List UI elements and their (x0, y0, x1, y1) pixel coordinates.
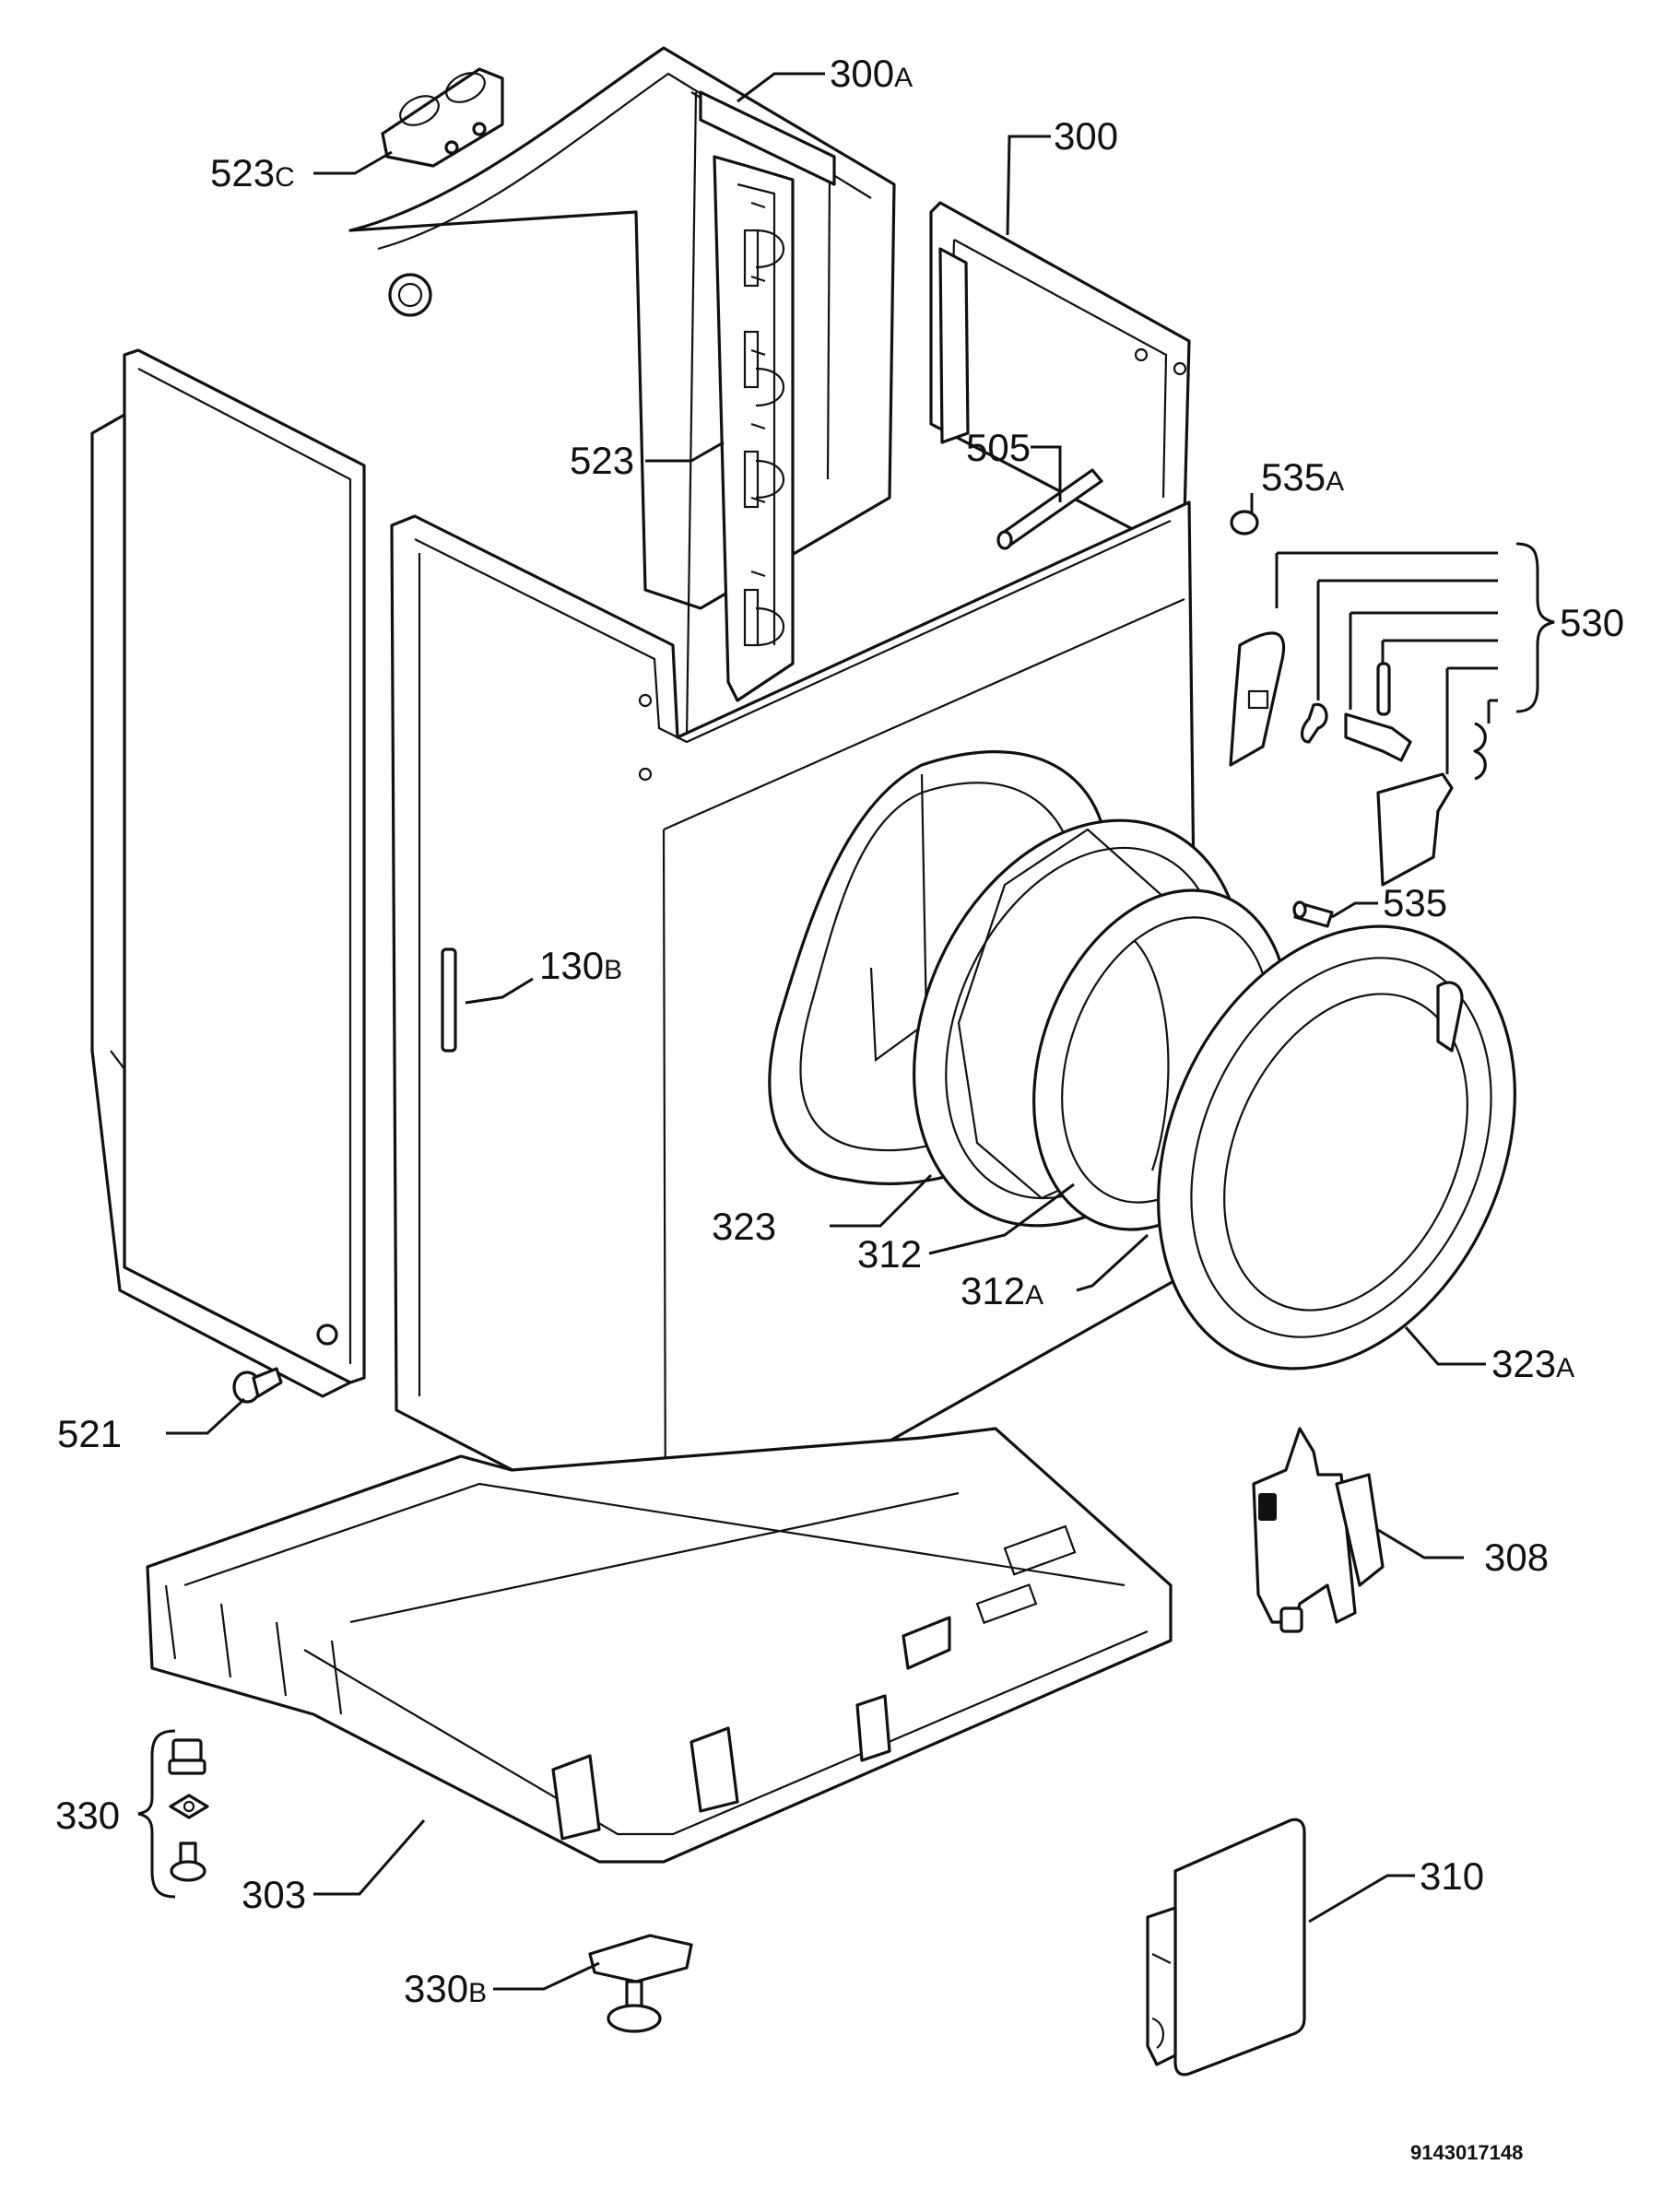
label-130b: 130B (539, 944, 622, 987)
label-535a: 535A (1261, 455, 1344, 499)
label-312a: 312A (961, 1269, 1043, 1312)
part-300-side-frame (929, 201, 1191, 536)
part-523c-clip (381, 67, 504, 168)
label-530: 530 (1560, 601, 1624, 644)
part-530-lock-group (1229, 542, 1555, 887)
part-535a-cap (1230, 510, 1259, 535)
part-505-rod (996, 468, 1103, 550)
part-310-flap (1146, 1818, 1306, 2077)
part-330b-foot (588, 1934, 693, 2033)
part-left-side-panel (90, 348, 366, 1398)
label-323a: 323A (1491, 1342, 1574, 1385)
label-300: 300 (1054, 114, 1118, 158)
part-330-hardware (137, 1729, 209, 1899)
part-303-base-frame (146, 1427, 1173, 1864)
leader-lines (166, 72, 1486, 1991)
label-300a: 300A (830, 52, 913, 95)
label-312: 312 (857, 1232, 922, 1276)
label-330b: 330B (404, 1967, 487, 2010)
label-505: 505 (966, 426, 1031, 469)
label-535: 535 (1383, 881, 1447, 924)
part-308-hinge (1252, 1427, 1385, 1633)
label-523: 523 (570, 439, 634, 482)
label-308: 308 (1484, 1535, 1549, 1579)
label-323: 323 (712, 1205, 776, 1248)
part-535-pin (1292, 900, 1334, 928)
label-303: 303 (242, 1873, 306, 1916)
part-523-rail (713, 155, 795, 702)
drawing-code: 9143017148 (1410, 2141, 1523, 2164)
label-523c: 523C (210, 151, 295, 194)
label-521: 521 (57, 1412, 122, 1455)
label-330: 330 (55, 1794, 120, 1837)
part-323a-door-ring (1157, 924, 1516, 1371)
label-310: 310 (1420, 1854, 1484, 1898)
part-521-screw (232, 1367, 283, 1404)
